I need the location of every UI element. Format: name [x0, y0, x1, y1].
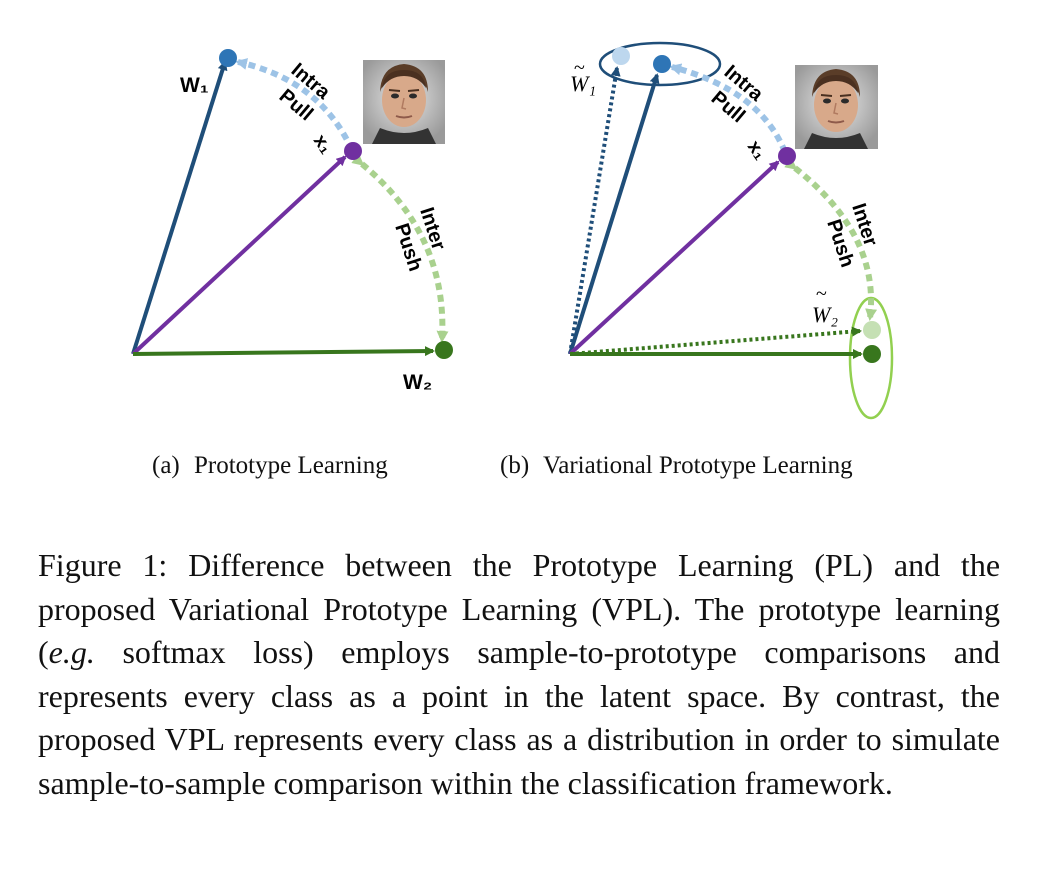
w1-point-b — [653, 55, 671, 73]
inter-push-arrow — [351, 153, 449, 343]
panel-a-diagram: W₁ W₂ x₁ Intra Pull Inter Push — [131, 49, 453, 394]
subcaption-a-tag: (a) — [152, 452, 180, 479]
subcaption-a: (a) Prototype Learning — [152, 452, 388, 480]
subcaption-b: (b) Variational Prototype Learning — [500, 452, 853, 480]
w2-label: W₂ — [403, 371, 432, 394]
panel-b-diagram: ~ W₁ ~ W₂ x₁ Intra Pull Inter Push — [568, 41, 894, 420]
caption-text-1: Difference between the Prototype Learnin… — [38, 547, 1001, 670]
w2-tilde-mark: ~ — [816, 283, 827, 305]
w1-tilde-vector — [568, 66, 621, 355]
w2-tilde-vector — [569, 326, 862, 356]
w1-distribution-ellipse — [598, 41, 722, 87]
intra-pull-arrow-b — [669, 63, 788, 154]
w2-vector — [132, 346, 435, 357]
w1-vector — [131, 60, 228, 355]
subcaption-a-title: Prototype Learning — [194, 452, 388, 479]
figure-caption: Figure 1: Difference between the Prototy… — [38, 544, 1000, 805]
w1-vector-b — [568, 73, 660, 355]
w1-tilde-label: W₁ — [570, 71, 596, 96]
w2-point-b — [863, 345, 881, 363]
x1-label-b: x₁ — [743, 137, 771, 164]
w2-point — [435, 341, 453, 359]
w1-point — [219, 49, 237, 67]
x1-point — [344, 142, 362, 160]
x1-vector-b — [568, 160, 780, 356]
w1-label: W₁ — [180, 74, 209, 97]
caption-italic: e.g. — [48, 634, 95, 670]
x1-point-b — [778, 147, 796, 165]
x1-vector — [131, 155, 347, 356]
caption-text-2: softmax loss) employs sample-to-prototyp… — [38, 634, 1000, 801]
subcaption-b-title: Variational Prototype Learning — [542, 452, 853, 479]
face-photo — [363, 60, 445, 144]
w2-tilde-label: W₂ — [812, 302, 838, 327]
intra-pull-arrow — [235, 58, 355, 152]
face-photo-b — [795, 65, 878, 149]
figure-diagram: W₁ W₂ x₁ Intra Pull Inter Push — [131, 41, 894, 420]
inter-push-arrow-b — [784, 157, 878, 321]
subcaption-b-tag: (b) — [500, 452, 530, 479]
w2-tilde-point — [863, 321, 881, 339]
w1-tilde-point — [612, 47, 630, 65]
caption-label: Figure 1: — [38, 547, 168, 583]
x1-label: x₁ — [309, 131, 337, 158]
inter-label-b: Inter — [847, 201, 881, 249]
w1-tilde-mark: ~ — [574, 57, 585, 79]
